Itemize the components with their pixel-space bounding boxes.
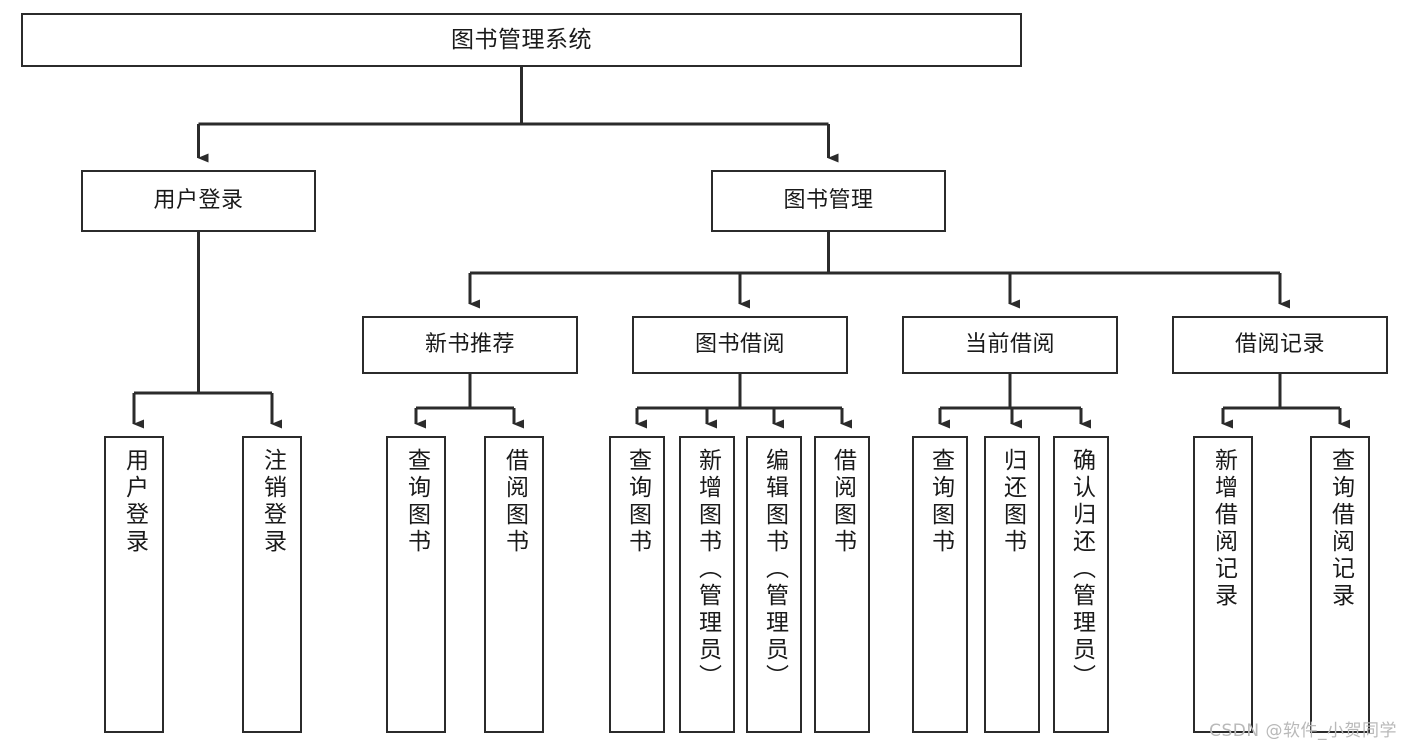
node-leaf-edit-book[interactable]: 编辑图书（管理员） <box>746 436 802 733</box>
node-label-leaf-borrow-book-2: 借阅图书 <box>829 448 856 556</box>
node-label-leaf-confirm-return: 确认归还（管理员） <box>1068 448 1095 691</box>
node-leaf-borrow-book-2[interactable]: 借阅图书 <box>814 436 870 733</box>
node-leaf-add-book[interactable]: 新增图书（管理员） <box>679 436 735 733</box>
node-leaf-add-record[interactable]: 新增借阅记录 <box>1193 436 1253 733</box>
node-label-leaf-return-book: 归还图书 <box>999 448 1026 556</box>
node-label-leaf-logout: 注销登录 <box>259 448 286 556</box>
node-new-book-recommend[interactable]: 新书推荐 <box>362 316 578 374</box>
node-root[interactable]: 图书管理系统 <box>21 13 1022 67</box>
node-user-login[interactable]: 用户登录 <box>81 170 316 232</box>
node-leaf-borrow-book-1[interactable]: 借阅图书 <box>484 436 544 733</box>
node-book-manage[interactable]: 图书管理 <box>711 170 946 232</box>
connector-group <box>132 67 1350 429</box>
node-label-leaf-borrow-book-1: 借阅图书 <box>501 448 528 556</box>
node-leaf-query-book-2[interactable]: 查询图书 <box>609 436 665 733</box>
node-label-leaf-edit-book: 编辑图书（管理员） <box>761 448 788 691</box>
node-label-leaf-add-record: 新增借阅记录 <box>1210 448 1237 610</box>
node-label-leaf-query-book-1: 查询图书 <box>403 448 430 556</box>
node-leaf-user-login[interactable]: 用户登录 <box>104 436 164 733</box>
node-leaf-return-book[interactable]: 归还图书 <box>984 436 1040 733</box>
node-borrow-record[interactable]: 借阅记录 <box>1172 316 1388 374</box>
node-book-borrow[interactable]: 图书借阅 <box>632 316 848 374</box>
node-label-leaf-query-record: 查询借阅记录 <box>1327 448 1354 610</box>
node-leaf-logout[interactable]: 注销登录 <box>242 436 302 733</box>
node-leaf-query-record[interactable]: 查询借阅记录 <box>1310 436 1370 733</box>
node-label-leaf-add-book: 新增图书（管理员） <box>694 448 721 691</box>
node-label-leaf-query-book-3: 查询图书 <box>927 448 954 556</box>
node-label-borrow-record: 借阅记录 <box>1234 332 1325 358</box>
node-label-book-borrow: 图书借阅 <box>694 332 785 358</box>
node-label-book-manage: 图书管理 <box>783 188 874 214</box>
node-label-leaf-query-book-2: 查询图书 <box>624 448 651 556</box>
node-leaf-query-book-1[interactable]: 查询图书 <box>386 436 446 733</box>
node-current-borrow[interactable]: 当前借阅 <box>902 316 1118 374</box>
node-label-user-login: 用户登录 <box>153 188 244 214</box>
node-label-root: 图书管理系统 <box>451 26 592 53</box>
node-leaf-confirm-return[interactable]: 确认归还（管理员） <box>1053 436 1109 733</box>
node-label-new-book-recommend: 新书推荐 <box>424 332 515 358</box>
node-leaf-query-book-3[interactable]: 查询图书 <box>912 436 968 733</box>
node-label-leaf-user-login: 用户登录 <box>121 448 148 556</box>
node-label-current-borrow: 当前借阅 <box>964 332 1055 358</box>
